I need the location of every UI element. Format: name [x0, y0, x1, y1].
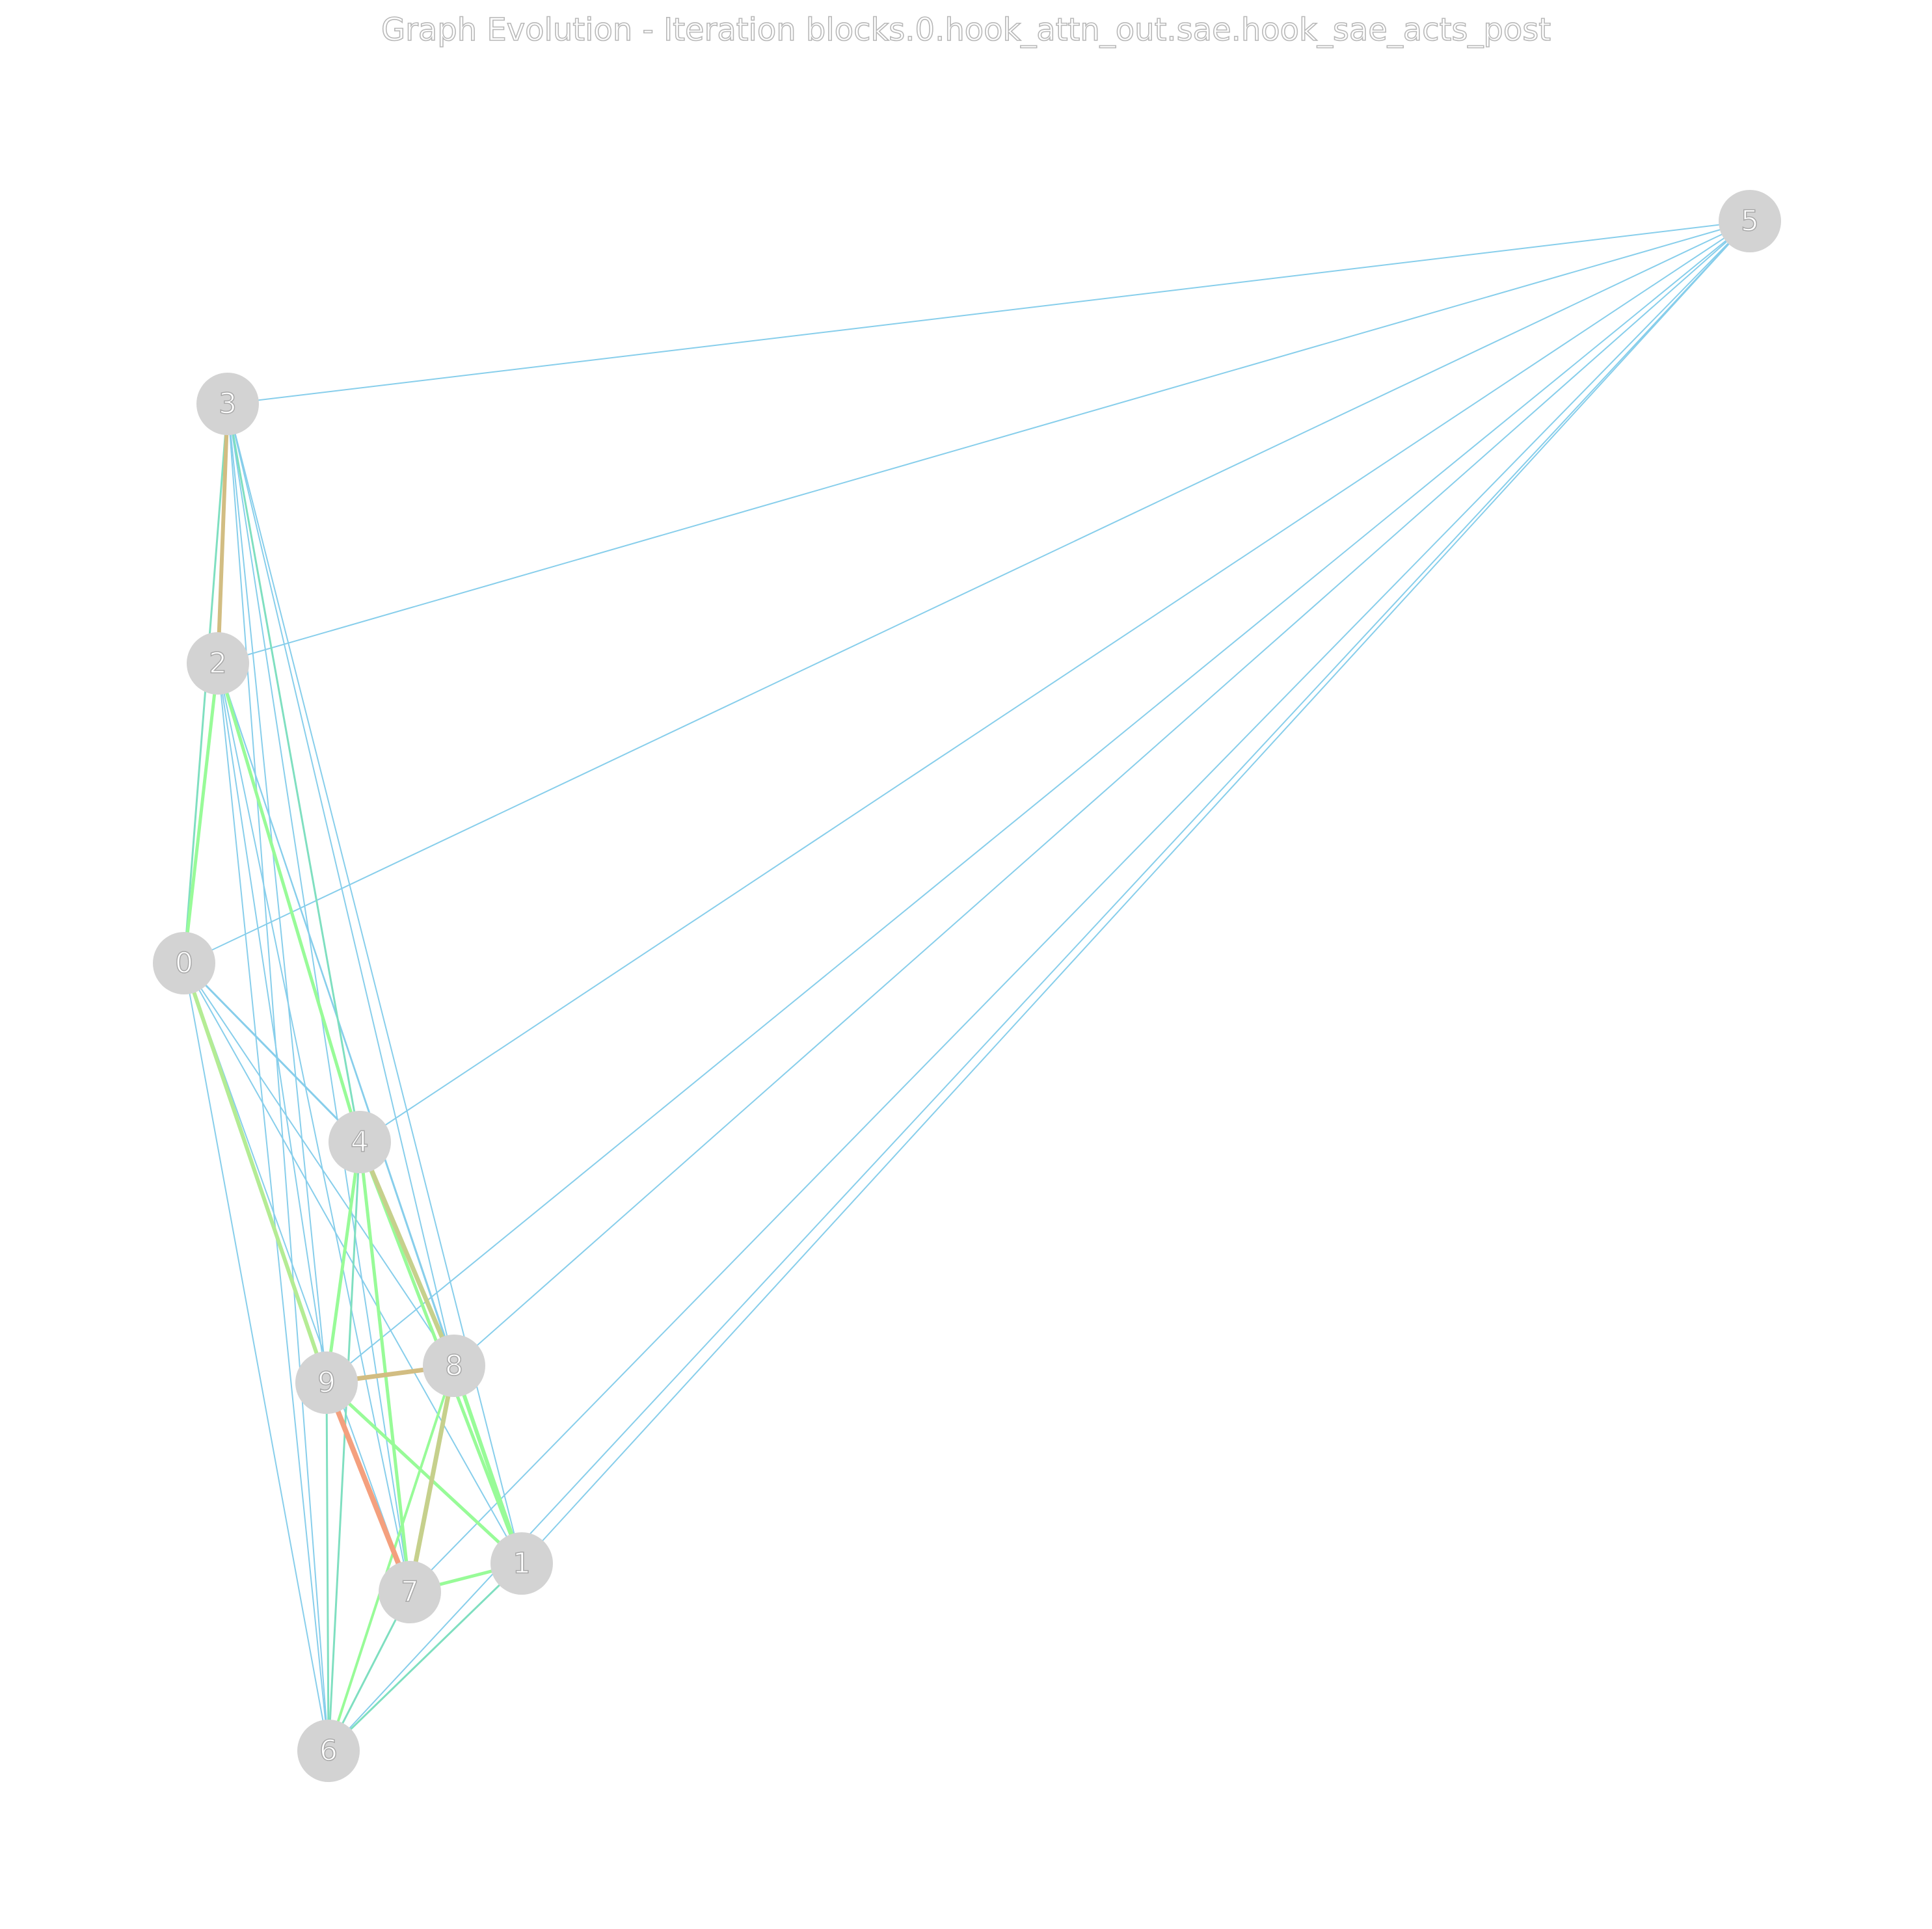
edge-2-6 [217, 663, 329, 1751]
node-7[interactable]: 7 [379, 1561, 441, 1623]
node-circle [295, 1351, 358, 1414]
edge-3-7 [227, 403, 410, 1593]
edge-layer [182, 220, 1751, 1752]
edge-5-1 [521, 220, 1751, 1564]
edge-2-4 [216, 661, 362, 1144]
node-9[interactable]: 9 [295, 1351, 358, 1414]
node-circle [423, 1335, 485, 1397]
node-label: 8 [445, 1350, 463, 1383]
edge-2-9 [217, 663, 327, 1383]
edge-0-4 [183, 962, 361, 1143]
graph-title: Graph Evolution - Iteration blocks.0.hoo… [381, 11, 1551, 49]
edge-5-2 [217, 220, 1751, 664]
edge-3-4 [226, 403, 361, 1143]
edge-0-6 [183, 963, 329, 1751]
node-label: 7 [401, 1576, 419, 1609]
edge-9-1 [325, 1381, 524, 1565]
edge-5-0 [183, 220, 1751, 964]
edge-0-9 [182, 961, 329, 1385]
edge-0-8 [183, 963, 455, 1366]
node-label: 6 [319, 1735, 338, 1768]
node-label: 2 [209, 647, 227, 680]
node-1[interactable]: 1 [490, 1532, 553, 1595]
node-8[interactable]: 8 [423, 1335, 485, 1397]
edge-4-9 [325, 1140, 362, 1385]
edge-4-7 [358, 1140, 412, 1594]
edge-3-1 [227, 403, 522, 1564]
edge-5-4 [359, 220, 1751, 1143]
node-label: 1 [513, 1547, 531, 1580]
edge-5-6 [328, 220, 1751, 1751]
node-0[interactable]: 0 [153, 932, 215, 994]
edge-2-0 [182, 661, 220, 965]
node-circle [1719, 190, 1781, 252]
node-circle [187, 632, 249, 695]
edge-8-7 [407, 1363, 457, 1595]
node-circle [379, 1561, 441, 1623]
node-circle [196, 373, 259, 435]
node-2[interactable]: 2 [187, 632, 249, 695]
edge-4-6 [327, 1141, 361, 1752]
edge-5-7 [409, 220, 1751, 1593]
edge-1-6 [327, 1562, 523, 1752]
edge-2-7 [217, 663, 410, 1593]
edge-5-3 [227, 220, 1751, 405]
node-label: 5 [1741, 205, 1759, 238]
node-label: 3 [219, 388, 237, 421]
node-circle [297, 1720, 360, 1782]
node-layer: 0 1 2 3 4 5 6 7 8 9 [153, 190, 1781, 1782]
edge-8-6 [327, 1364, 455, 1752]
edge-3-2 [216, 402, 230, 665]
node-circle [153, 932, 215, 994]
edge-3-8 [227, 403, 455, 1366]
edge-5-9 [326, 220, 1751, 1383]
node-4[interactable]: 4 [329, 1111, 391, 1173]
node-label: 0 [175, 947, 193, 980]
node-circle [490, 1532, 553, 1595]
edge-9-6 [325, 1381, 330, 1752]
node-label: 4 [351, 1126, 369, 1159]
edge-3-9 [227, 403, 327, 1383]
node-5[interactable]: 5 [1719, 190, 1781, 252]
node-6[interactable]: 6 [297, 1720, 360, 1782]
edge-3-6 [227, 403, 329, 1751]
node-3[interactable]: 3 [196, 373, 259, 435]
edge-9-7 [324, 1380, 412, 1595]
node-label: 9 [317, 1366, 336, 1400]
node-circle [329, 1111, 391, 1173]
edge-8-1 [452, 1364, 524, 1565]
edge-4-8 [357, 1139, 457, 1368]
edge-5-8 [453, 220, 1751, 1366]
